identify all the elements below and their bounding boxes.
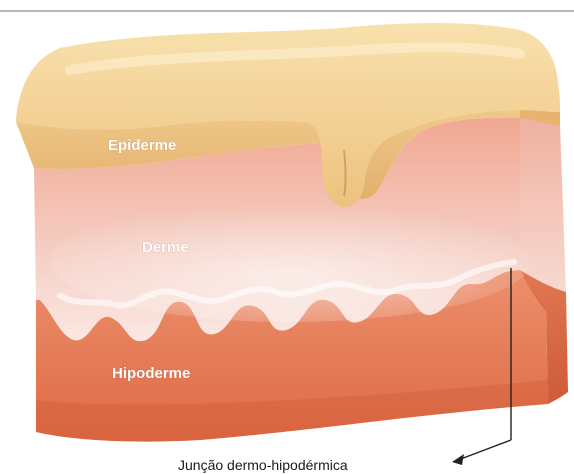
callout-diagonal-line (458, 440, 511, 460)
label-epiderme: Epiderme (108, 137, 176, 154)
label-derme: Derme (142, 239, 189, 256)
arrowhead-icon (452, 454, 464, 465)
label-hipoderme: Hipoderme (112, 365, 190, 382)
label-juncao-dermo-hipodermica: Junção dermo-hipodérmica (178, 457, 348, 473)
